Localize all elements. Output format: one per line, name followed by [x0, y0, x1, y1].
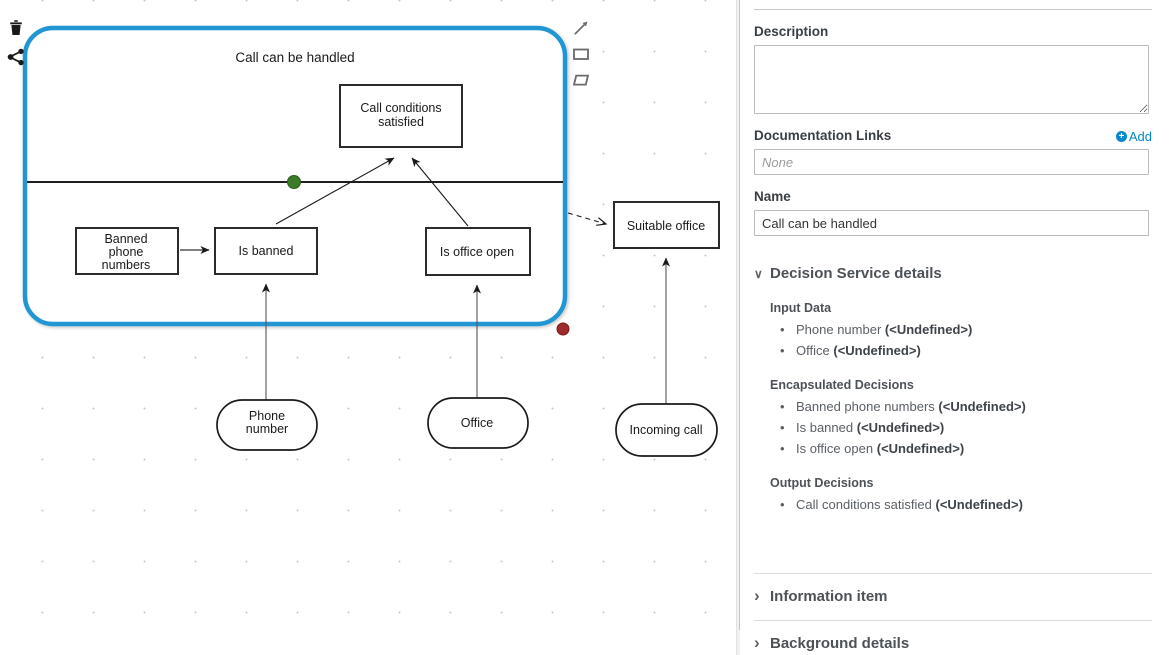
- item-name: Is office open: [796, 441, 874, 456]
- node-is-office-open[interactable]: [425, 227, 531, 276]
- node-suitable-office[interactable]: [613, 201, 720, 249]
- list-item: Call conditions satisfied (<Undefined>): [770, 494, 1152, 515]
- item-name: Phone number: [796, 322, 882, 337]
- item-name: Banned phone numbers: [796, 399, 935, 414]
- decision-service-title: Call can be handled: [235, 50, 354, 65]
- label-incoming-call: Incoming call: [630, 423, 703, 437]
- add-documentation-link-button[interactable]: +Add: [1115, 129, 1152, 144]
- resize-handle-red[interactable]: [556, 322, 570, 336]
- item-type: (<Undefined>): [833, 343, 921, 358]
- node-office[interactable]: [427, 397, 529, 449]
- name-input[interactable]: [754, 210, 1149, 236]
- panel-divider: [754, 573, 1152, 574]
- label-is-office-open: Is office open: [440, 245, 514, 259]
- canvas-scrollbar[interactable]: [736, 0, 740, 655]
- description-textarea[interactable]: [754, 45, 1149, 114]
- decision-service-details-label: Decision Service details: [770, 265, 942, 282]
- chevron-right-icon: [754, 587, 763, 607]
- item-name: Is banned: [796, 420, 854, 435]
- list-item: Office (<Undefined>): [770, 340, 1152, 361]
- documentation-links-input[interactable]: [754, 149, 1149, 175]
- item-type: (<Undefined>): [876, 441, 965, 456]
- information-requirement-icon[interactable]: [571, 18, 591, 38]
- canvas-toolbar-right[interactable]: [571, 18, 591, 90]
- add-label: Add: [1128, 129, 1152, 144]
- background-details-section-header[interactable]: Background details: [754, 621, 1152, 655]
- encapsulated-decisions-group-label: Encapsulated Decisions: [770, 378, 914, 392]
- information-item-section-header[interactable]: Information item: [754, 574, 1152, 620]
- output-decisions-group-label: Output Decisions: [770, 476, 874, 490]
- decision-node-icon[interactable]: [571, 44, 591, 64]
- canvas-toolbar-left[interactable]: [6, 18, 26, 67]
- list-item: Banned phone numbers (<Undefined>): [770, 396, 1152, 417]
- information-item-section[interactable]: Information item: [754, 574, 1152, 620]
- input-data-group-label: Input Data: [770, 301, 832, 315]
- share-icon[interactable]: [6, 47, 26, 67]
- information-item-label: Information item: [770, 588, 888, 605]
- label-office: Office: [461, 416, 493, 430]
- node-is-banned[interactable]: [214, 227, 318, 275]
- canvas-scrollbar-thumb[interactable]: [739, 0, 740, 630]
- documentation-links-label: Documentation Links: [754, 128, 892, 143]
- background-details-label: Background details: [770, 635, 910, 652]
- node-call-conditions-satisfied[interactable]: [339, 84, 463, 148]
- chevron-right-icon: [754, 634, 763, 654]
- item-type: (<Undefined>): [938, 399, 1026, 414]
- decision-service-details-section-header[interactable]: Decision Service details: [754, 264, 1152, 284]
- item-type: (<Undefined>): [856, 420, 945, 435]
- knowledge-source-icon[interactable]: [571, 70, 591, 90]
- node-incoming-call[interactable]: [615, 403, 718, 457]
- output-decisions-list: Call conditions satisfied (<Undefined>): [770, 494, 1152, 515]
- delete-icon[interactable]: [6, 18, 26, 38]
- list-item: Phone number (<Undefined>): [770, 319, 1152, 340]
- item-type: (<Undefined>): [935, 497, 1023, 512]
- encapsulated-decisions-list: Banned phone numbers (<Undefined>) Is ba…: [770, 396, 1152, 459]
- label-is-banned: Is banned: [239, 244, 294, 258]
- diagram-nodes: [75, 84, 720, 457]
- plus-icon: +: [1115, 131, 1127, 142]
- item-name: Office: [796, 343, 830, 358]
- panel-top-divider: [754, 9, 1152, 10]
- description-label: Description: [754, 24, 829, 39]
- node-banned-phone-numbers[interactable]: [75, 227, 179, 275]
- input-data-list: Phone number (<Undefined>) Office (<Unde…: [770, 319, 1152, 361]
- panel-divider: [754, 620, 1152, 621]
- properties-panel: Description Documentation Links +Add Nam…: [740, 0, 1160, 655]
- chevron-down-icon: [754, 264, 763, 284]
- list-item: Is banned (<Undefined>): [770, 417, 1152, 438]
- diagram-edges: [180, 157, 670, 404]
- list-item: Is office open (<Undefined>): [770, 438, 1152, 459]
- item-type: (<Undefined>): [884, 322, 973, 337]
- background-details-section[interactable]: Background details: [754, 621, 1152, 655]
- resize-handle-green[interactable]: [287, 175, 301, 189]
- item-name: Call conditions satisfied: [796, 497, 932, 512]
- label-suitable-office: Suitable office: [627, 219, 705, 233]
- node-phone-number[interactable]: [216, 399, 318, 451]
- name-label: Name: [754, 189, 791, 204]
